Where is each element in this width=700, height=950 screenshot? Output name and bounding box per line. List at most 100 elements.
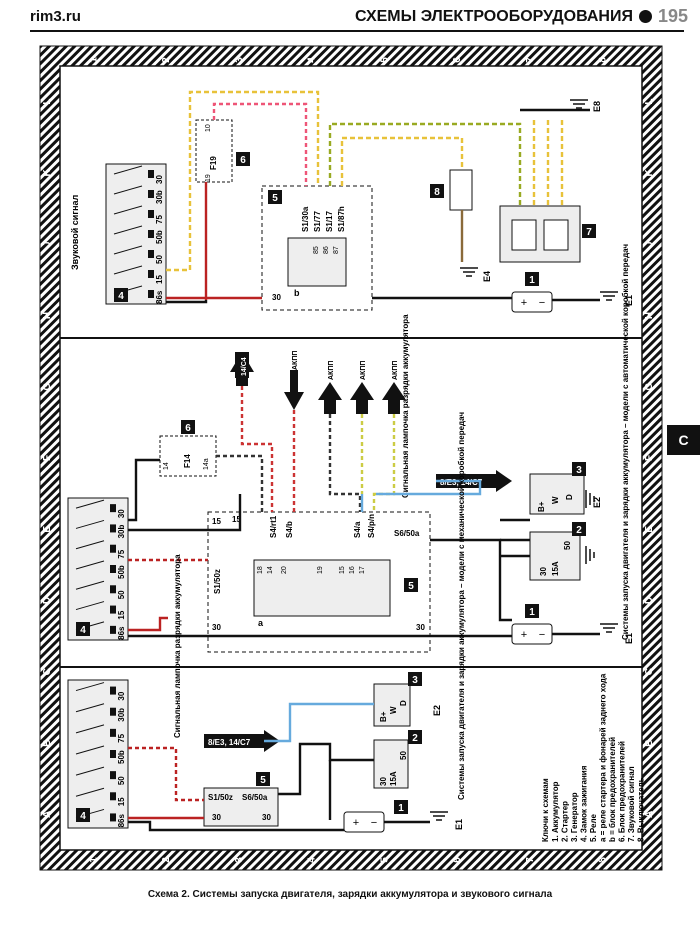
relay-pin-mid-6: S6/50a (394, 529, 420, 538)
row-label-right: G (644, 383, 655, 391)
fuse-pin-mid-1: 14 (163, 462, 170, 470)
relay-pin-mid-5: S1/50z (213, 569, 222, 594)
ignition-terminal: 50b (155, 230, 164, 244)
relay-sub-mid: a (258, 618, 264, 628)
relay-pin-mid-2: S4/b (285, 521, 294, 538)
alt-pin-bot-1: B+ (379, 711, 388, 722)
ignition-terminal: 15 (117, 797, 126, 806)
ref-label-bot: 8/E3, 14/C7 (208, 738, 251, 747)
ignition-terminal: 75 (155, 215, 164, 224)
relay-sub-top: b (294, 288, 300, 298)
horn-title: Звуковой сигнал (70, 194, 80, 270)
relay-inner-mid (253, 559, 391, 617)
col-label-bottom: 6 (452, 857, 463, 863)
arrow-label-14c4: 14/C4 (241, 357, 248, 376)
relay-inner-top-1: 85 (313, 246, 320, 254)
row-label-right: E (644, 526, 655, 533)
row-label-right: L (644, 99, 655, 105)
relay-pin-bot-2: S6/50a (242, 793, 268, 802)
alternator-mid (529, 473, 585, 515)
col-label-top: 6 (452, 57, 463, 63)
fuse-pin-mid-2: 14a (203, 458, 210, 470)
row-label-right: C (644, 668, 655, 675)
arrow-label-3: АКПП (360, 361, 367, 380)
battery-gnd-mid: E1 (624, 633, 634, 644)
row-label-right: F (644, 455, 655, 461)
legend-title: Ключи к схемам (541, 778, 550, 842)
starter-mid (529, 531, 581, 581)
relay-inner-pin: 16 (349, 566, 356, 574)
starter-pin-mid-3: 50 (563, 541, 572, 550)
mid-term-4: 30 (416, 623, 425, 632)
arrow-akpp-3 (350, 382, 374, 414)
col-label-top: 3 (234, 57, 245, 63)
legend-item: 2. Стартер (561, 801, 570, 842)
ignition-terminal: 86s (117, 626, 126, 640)
ignition-terminal: 30b (117, 708, 126, 722)
relay-num-bot: 5 (260, 775, 266, 786)
col-label-bottom: 2 (161, 857, 172, 863)
fuse-box-top (195, 119, 233, 183)
row-label-left: F (42, 455, 53, 461)
alt-num-mid: 3 (576, 465, 582, 476)
relay-inner-top-2: 86 (323, 246, 330, 254)
svg-text:−: − (539, 629, 545, 641)
ignition-terminal: 50 (155, 255, 164, 264)
row-label-right: A (644, 811, 655, 818)
ground-e8: E8 (592, 101, 602, 112)
relay-box-bot (203, 787, 279, 827)
arrow-akpp-4 (382, 382, 406, 414)
fuse-num-mid: 6 (185, 423, 191, 434)
col-label-top: 4 (307, 57, 318, 63)
bot-title: Системы запуска двигателя и зарядки акку… (457, 412, 466, 800)
ignition-terminal: 30 (155, 175, 164, 184)
legend-item: 7. Звуковой сигнал (627, 766, 636, 842)
legend-item: 8. Выключатель (637, 777, 646, 842)
relay-inner-pin: 15 (339, 566, 346, 574)
starter-pin-mid-1: 30 (539, 567, 548, 576)
svg-text:+: + (353, 817, 359, 829)
alt-pin-mid-1: B+ (537, 501, 546, 512)
row-label-left: B (42, 739, 53, 746)
relay-pin-mid-4: S4/p/n (367, 514, 376, 538)
row-label-left: L (42, 99, 53, 105)
alt-gnd-mid: E2 (592, 497, 602, 508)
bullet-icon (638, 10, 652, 23)
relay-pin-mid-1: S4/rt1 (269, 515, 278, 538)
ignition-terminal: 50 (117, 776, 126, 785)
row-label-left: H (42, 312, 53, 319)
ignition-terminal: 30b (117, 525, 126, 539)
relay-inner-pin: 20 (281, 566, 288, 574)
relay-num-mid: 5 (408, 581, 414, 592)
legend-item: 3. Генератор (570, 792, 579, 842)
fuse-label-top: F19 (209, 156, 218, 170)
relay-pin-top-2: S1/77 (313, 211, 322, 232)
row-label-right: B (644, 739, 655, 746)
ignition-terminal: 50b (117, 565, 126, 579)
starter-pin-bot-3: 50 (399, 751, 408, 760)
page-number: 195 (657, 6, 688, 26)
svg-text:+: + (521, 629, 527, 641)
relay-inner-top-3: 87 (333, 246, 340, 254)
battery-num-mid: 1 (529, 607, 535, 618)
ignition-terminal: 50 (117, 590, 126, 599)
starter-num-mid: 2 (576, 525, 582, 536)
ignition-terminal: 30 (117, 509, 126, 518)
bot-lamp-label: Сигнальная лампочка разрядки аккумулятор… (173, 554, 182, 738)
relay-inner-pin: 14 (267, 566, 274, 574)
col-label-top: 8 (598, 57, 609, 63)
legend-item: 4. Замок зажигания (580, 765, 589, 842)
alt-num-bot: 3 (412, 675, 418, 686)
row-label-left: A (42, 811, 53, 818)
starter-pin-mid-2: 15A (551, 561, 560, 576)
legend-item: 1. Аккумулятор (551, 781, 560, 842)
relay-pin-mid-3: S4/a (353, 521, 362, 538)
battery-gnd-bot: E1 (454, 819, 464, 830)
col-label-bottom: 3 (234, 857, 245, 863)
ignition-terminal: 50b (117, 750, 126, 764)
starter-pin-bot-2: 15A (389, 771, 398, 786)
mid-term-2: 15 (232, 515, 241, 524)
legend-item: b = блок предохранителей (608, 737, 617, 842)
relay-inner-pin: 19 (317, 566, 324, 574)
